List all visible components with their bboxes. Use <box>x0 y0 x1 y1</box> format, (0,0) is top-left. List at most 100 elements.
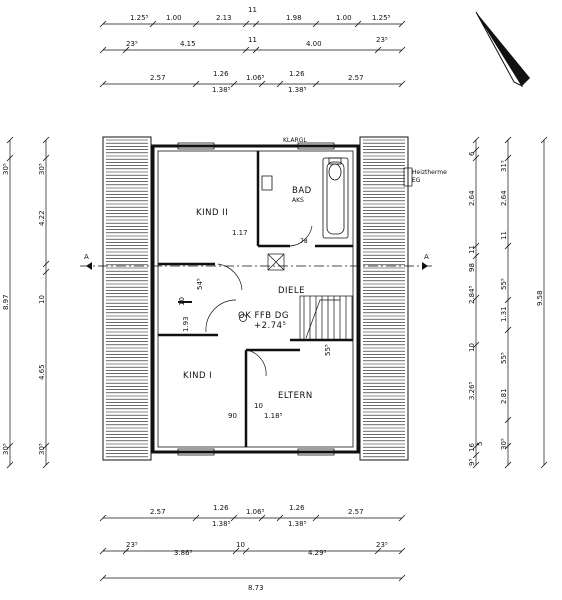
svg-text:1.25⁵: 1.25⁵ <box>372 14 391 22</box>
dimension-tick <box>398 514 406 522</box>
svg-text:10: 10 <box>178 297 186 306</box>
dimension-tick <box>504 326 512 334</box>
dimension-tick <box>312 514 320 522</box>
svg-text:4.65: 4.65 <box>38 364 46 380</box>
svg-text:3.26⁵: 3.26⁵ <box>468 381 476 400</box>
dimension-tick <box>6 136 14 144</box>
dimension-tick <box>42 136 50 144</box>
svg-text:1.38⁵: 1.38⁵ <box>212 520 231 528</box>
level-label: OK FFB DG <box>238 311 289 321</box>
label-klargl: KLARGL <box>283 137 307 144</box>
svg-text:1.38⁵: 1.38⁵ <box>288 86 307 94</box>
dim-bottom-1: 8.73 <box>248 584 264 592</box>
svg-text:55⁵: 55⁵ <box>500 278 508 290</box>
dimension-tick <box>472 341 480 349</box>
dimension-tick <box>99 514 107 522</box>
section-label-right: A <box>424 253 429 261</box>
svg-text:1.38⁵: 1.38⁵ <box>212 86 231 94</box>
svg-text:2.64: 2.64 <box>468 190 476 206</box>
svg-text:9⁵: 9⁵ <box>468 459 476 466</box>
dimension-tick <box>192 80 200 88</box>
dimension-tick <box>504 416 512 424</box>
dim-top-1: 1.25⁵ 1.00 2.13 11 1.98 1.00 1.25⁵ <box>130 6 391 22</box>
svg-text:55⁵: 55⁵ <box>324 344 332 356</box>
dimension-tick <box>540 461 548 469</box>
dimension-tick <box>122 547 130 555</box>
dimension-tick <box>242 547 250 555</box>
dimension-tick <box>472 154 480 162</box>
heating-unit <box>403 167 413 187</box>
dimension-tick <box>252 20 260 28</box>
dimension-tick <box>258 514 266 522</box>
dimension-tick <box>398 574 406 582</box>
svg-text:4.00: 4.00 <box>306 40 322 48</box>
svg-text:10: 10 <box>236 541 245 549</box>
dimension-tick <box>312 20 320 28</box>
roof-panel-right <box>359 136 409 461</box>
dimension-tick <box>252 46 260 54</box>
label-eg: EG <box>412 177 421 184</box>
svg-text:8.97: 8.97 <box>2 294 10 310</box>
dimension-tick <box>504 296 512 304</box>
dim-interior: 1.17 10 54⁵ 1.93 55⁵ 90 10 1.18⁵ <box>178 229 332 420</box>
dimension-tick <box>6 461 14 469</box>
dimension-tick <box>99 574 107 582</box>
dimension-tick <box>504 461 512 469</box>
dimension-tick <box>192 20 200 28</box>
roof-panel-left <box>102 136 152 461</box>
svg-text:1.06⁵: 1.06⁵ <box>246 74 265 82</box>
svg-text:30⁵: 30⁵ <box>38 163 46 175</box>
svg-text:5: 5 <box>476 442 484 446</box>
dimension-tick <box>258 80 266 88</box>
svg-text:1.93: 1.93 <box>182 316 190 332</box>
dimension-tick <box>99 547 107 555</box>
dim-left: 30⁵ 8.97 30⁵ 30⁵ 4.22 10 4.65 30⁵ <box>2 163 46 455</box>
dimension-tick <box>99 80 107 88</box>
dimension-tick <box>472 146 480 154</box>
dimension-tick <box>472 252 480 260</box>
svg-text:11: 11 <box>248 6 257 14</box>
svg-text:54⁵: 54⁵ <box>196 278 204 290</box>
dimension-tick <box>6 442 14 450</box>
dim-right: 6 31⁵ 2.64 11 98 2.84⁵ 1.31 10 55⁵ 3.26⁵… <box>468 151 544 466</box>
dimension-tick <box>42 461 50 469</box>
svg-text:1.00: 1.00 <box>166 14 182 22</box>
svg-text:10: 10 <box>38 295 46 304</box>
dimension-tick <box>472 294 480 302</box>
dimension-tick <box>276 514 284 522</box>
svg-text:30⁵: 30⁵ <box>38 443 46 455</box>
room-label-eltern: ELTERN <box>278 391 313 401</box>
svg-text:2.84⁵: 2.84⁵ <box>468 285 476 304</box>
dimension-tick <box>230 514 238 522</box>
svg-text:16: 16 <box>468 443 476 452</box>
dimension-tick <box>42 260 50 268</box>
dim-top-3: 2.57 1.26 1.38⁵ 1.06⁵ 1.26 1.38⁵ 2.57 <box>150 70 364 94</box>
dimension-lines <box>9 23 545 579</box>
svg-text:11: 11 <box>468 245 476 254</box>
svg-text:10: 10 <box>254 402 263 410</box>
svg-text:23⁵: 23⁵ <box>376 36 388 44</box>
svg-text:10: 10 <box>468 343 476 352</box>
svg-text:31⁵: 31⁵ <box>500 160 508 172</box>
dimension-tick <box>398 547 406 555</box>
dimension-tick <box>472 451 480 459</box>
svg-text:2.57: 2.57 <box>150 508 166 516</box>
svg-text:2.57: 2.57 <box>348 508 364 516</box>
dimension-tick <box>6 154 14 162</box>
dimension-tick <box>472 136 480 144</box>
dimension-tick <box>232 547 240 555</box>
svg-text:9.58: 9.58 <box>536 290 544 306</box>
window-marker <box>177 448 215 456</box>
svg-text:1.26: 1.26 <box>289 70 305 78</box>
svg-text:1.18⁵: 1.18⁵ <box>264 412 283 420</box>
svg-text:2.57: 2.57 <box>150 74 166 82</box>
svg-text:2.57: 2.57 <box>348 74 364 82</box>
dimension-tick <box>99 46 107 54</box>
svg-text:1.98: 1.98 <box>286 14 302 22</box>
room-label-diele: DIELE <box>278 286 305 296</box>
dimension-tick <box>504 154 512 162</box>
dimension-tick <box>42 154 50 162</box>
svg-text:23⁵: 23⁵ <box>126 541 138 549</box>
level-marker-icon <box>239 314 247 322</box>
dim-bottom-2: 23⁵ 3.86⁵ 10 4.29⁵ 23⁵ <box>126 541 388 557</box>
